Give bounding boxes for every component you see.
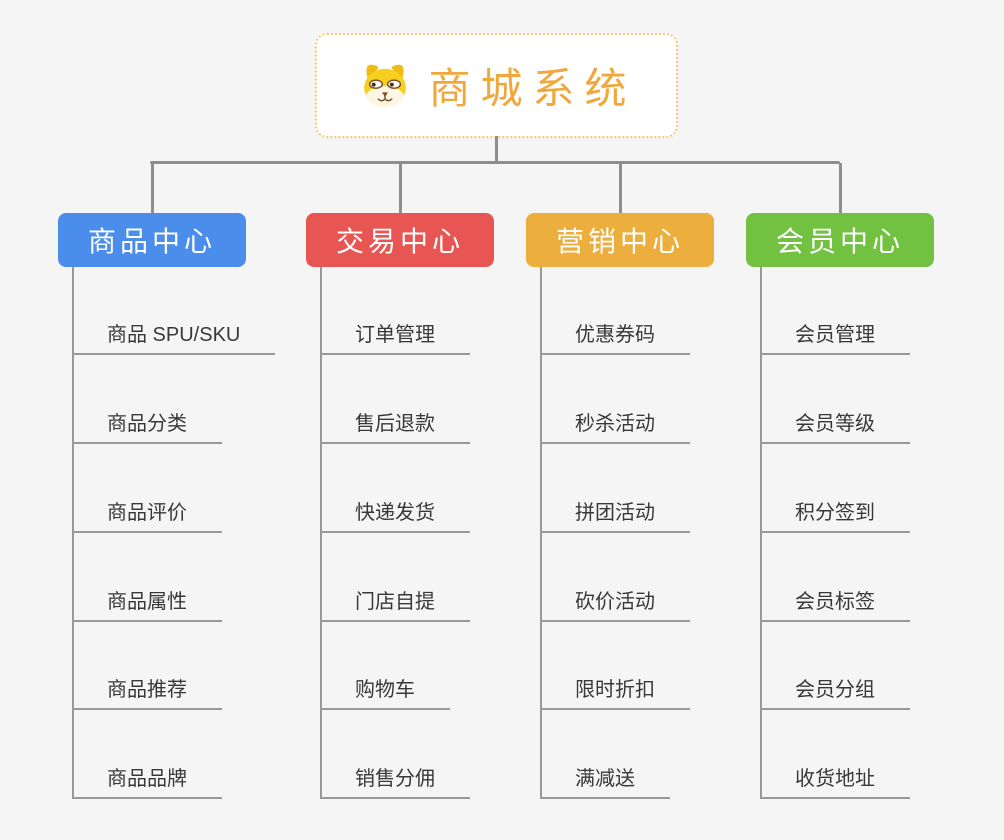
branch-header[interactable]: 营销中心 [526, 213, 714, 267]
dog-face-icon [356, 58, 414, 114]
leaf-node[interactable]: 销售分佣 [320, 760, 470, 799]
connector-root-drop [495, 136, 498, 163]
leaf-node[interactable]: 收货地址 [760, 760, 910, 799]
leaf-node[interactable]: 会员等级 [760, 405, 910, 444]
branch-column-1: 商品中心商品 SPU/SKU 商品分类商品评价商品属性商品推荐商品品牌 [58, 213, 318, 803]
root-node[interactable]: 商城系统 [315, 33, 678, 138]
leaf-node[interactable]: 会员分组 [760, 671, 910, 710]
leaf-node[interactable]: 购物车 [320, 671, 450, 710]
leaf-node[interactable]: 会员标签 [760, 583, 910, 622]
leaf-node[interactable]: 商品推荐 [72, 671, 222, 710]
connector-bus [150, 161, 840, 164]
branch-column-3: 营销中心优惠券码秒杀活动拼团活动砍价活动限时折扣满减送 [526, 213, 786, 803]
leaf-node[interactable]: 满减送 [540, 760, 670, 799]
branch-spine-line [72, 267, 74, 799]
branch-column-2: 交易中心订单管理售后退款快递发货门店自提购物车销售分佣 [306, 213, 566, 803]
branch-header[interactable]: 会员中心 [746, 213, 934, 267]
leaf-node[interactable]: 售后退款 [320, 405, 470, 444]
leaf-node[interactable]: 门店自提 [320, 583, 470, 622]
leaf-node[interactable]: 订单管理 [320, 316, 470, 355]
leaf-node[interactable]: 优惠券码 [540, 316, 690, 355]
leaf-node[interactable]: 商品分类 [72, 405, 222, 444]
leaf-node[interactable]: 砍价活动 [540, 583, 690, 622]
connector-branch-drop [838, 163, 842, 213]
branch-header[interactable]: 交易中心 [306, 213, 494, 267]
leaf-node[interactable]: 商品 SPU/SKU [72, 316, 276, 355]
leaf-node[interactable]: 限时折扣 [540, 671, 690, 710]
leaf-node[interactable]: 商品属性 [72, 583, 222, 622]
branch-spine-line [320, 267, 322, 799]
leaf-node[interactable]: 秒杀活动 [540, 405, 690, 444]
leaf-node[interactable]: 商品品牌 [72, 760, 222, 799]
leaf-node[interactable]: 会员管理 [760, 316, 910, 355]
connector-branch-drop [398, 163, 402, 213]
connector-branch-drop [618, 163, 622, 213]
branch-spine-line [760, 267, 762, 799]
leaf-node[interactable]: 商品评价 [72, 494, 222, 533]
root-title: 商城系统 [428, 65, 637, 112]
connector-branch-drop [150, 163, 154, 213]
branch-column-4: 会员中心会员管理会员等级积分签到会员标签会员分组收货地址 [746, 213, 1004, 803]
leaf-node[interactable]: 快递发货 [320, 494, 470, 533]
branch-header[interactable]: 商品中心 [58, 213, 246, 267]
leaf-node[interactable]: 积分签到 [760, 494, 910, 533]
branch-spine-line [540, 267, 542, 799]
leaf-node[interactable]: 拼团活动 [540, 494, 690, 533]
